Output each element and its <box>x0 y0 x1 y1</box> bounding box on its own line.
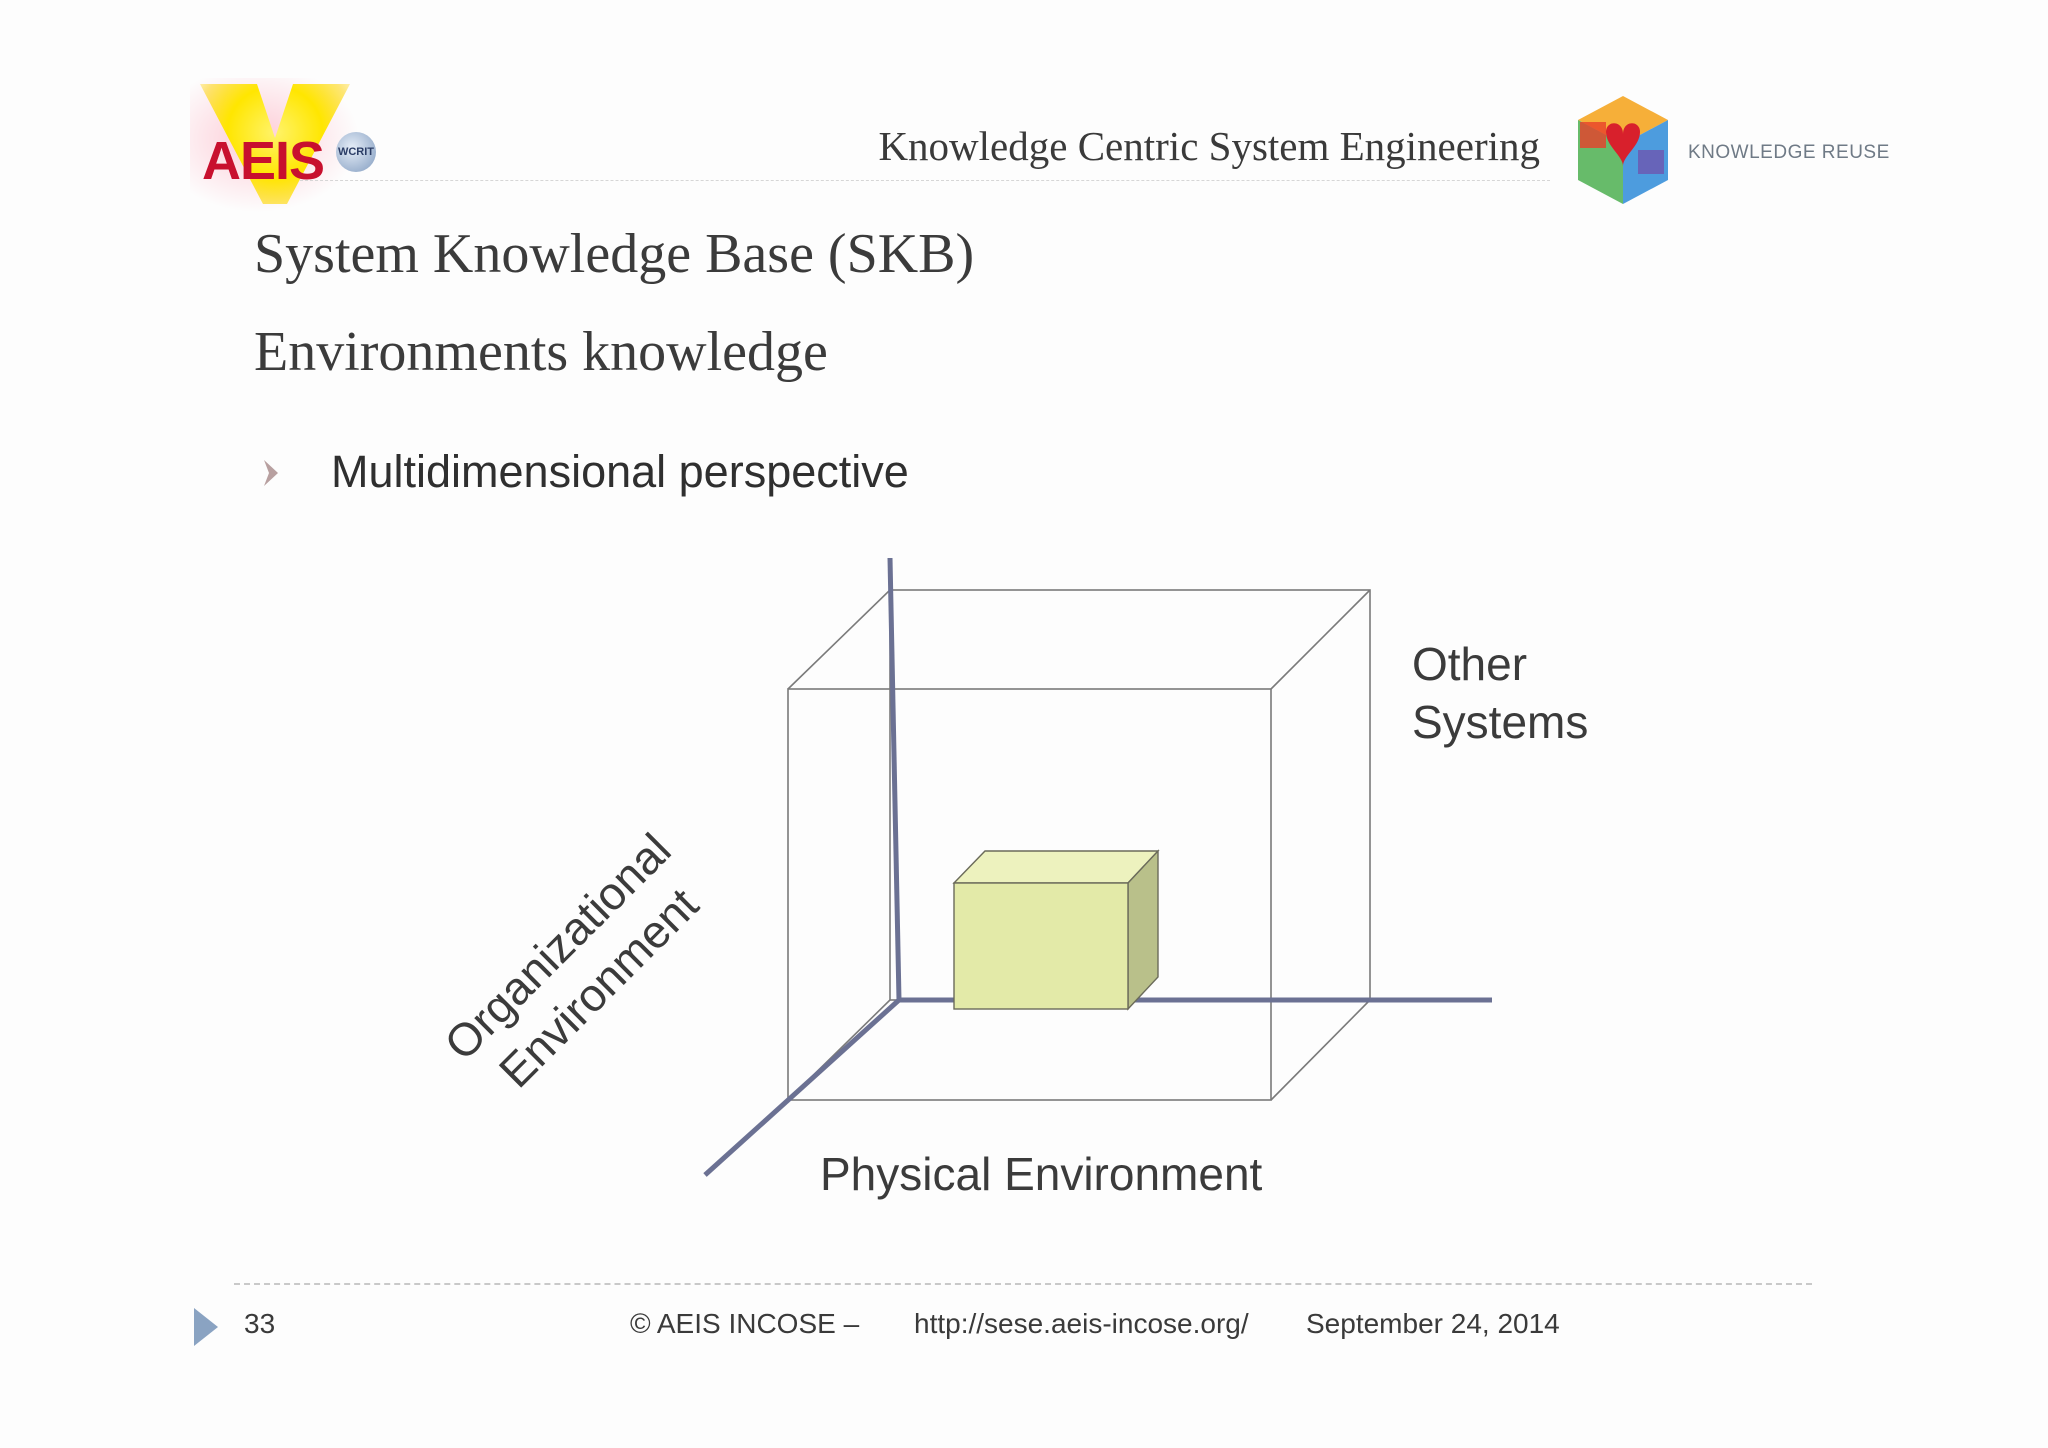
box-edge-bottom-right <box>1270 999 1371 1101</box>
inner-cube-front <box>953 882 1129 1010</box>
label-other-line2: Systems <box>1412 695 1589 748</box>
bullet-arrow-icon <box>264 460 278 486</box>
depth-axis <box>703 998 901 1177</box>
footer-arrow-icon <box>194 1308 218 1346</box>
wcrit-badge-icon: WCRIT <box>336 132 376 172</box>
label-other-line1: Other <box>1412 638 1528 690</box>
inner-system-cube <box>952 849 1160 1011</box>
page-number: 33 <box>244 1308 276 1339</box>
footer-copyright: © AEIS INCOSE – <box>630 1308 860 1339</box>
aeis-logo: AEIS WCRIT <box>190 78 390 213</box>
header-title: Knowledge Centric System Engineering <box>878 123 1540 169</box>
knowledge-reuse-logo: KNOWLEDGE REUSE <box>1568 92 1889 212</box>
knowledge-cube-icon <box>1578 96 1668 204</box>
header-divider <box>300 180 1550 181</box>
inner-cube-top <box>952 850 1160 884</box>
aeis-logo-text: AEIS <box>202 131 325 191</box>
vertical-axis <box>887 557 902 1001</box>
footer-date: September 24, 2014 <box>1306 1308 1560 1339</box>
box-front-face <box>787 688 1272 1101</box>
footer-divider <box>234 1283 1812 1285</box>
box-edge-top-left <box>787 589 891 690</box>
knowledge-reuse-logo-text: KNOWLEDGE REUSE <box>1688 142 1890 163</box>
box-edge-top-right <box>1270 589 1371 690</box>
label-other-systems: Other Systems <box>1412 636 1588 751</box>
bullet-text: Multidimensional perspective <box>331 446 909 497</box>
slide-title: System Knowledge Base (SKB) <box>254 223 975 285</box>
footer-url-link[interactable]: http://sese.aeis-incose.org/ <box>914 1308 1249 1339</box>
slide-subtitle: Environments knowledge <box>254 321 828 383</box>
label-physical-environment: Physical Environment <box>820 1148 1263 1200</box>
